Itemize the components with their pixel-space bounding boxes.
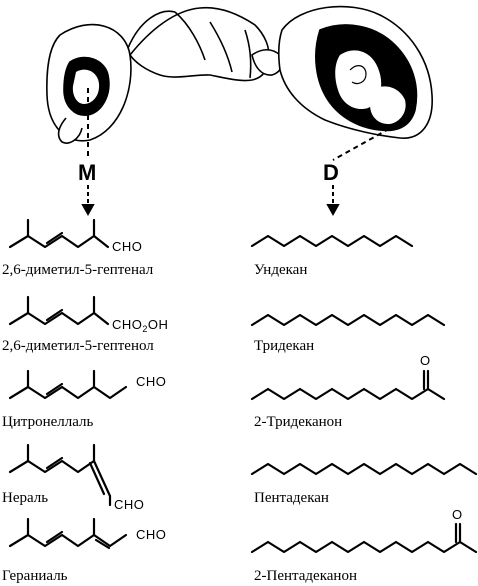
compound-name: Ундекан [254, 262, 308, 278]
ant-illustration [46, 5, 433, 144]
oxygen-tridecanone: O [420, 353, 431, 368]
gland-arrows [81, 185, 340, 217]
group-cho-4: CHO [114, 497, 145, 512]
group-cho-3: CHO [136, 374, 167, 389]
ant-neck [127, 10, 176, 49]
compound-name: Цитронеллаль [2, 414, 94, 430]
structure-tridecane [250, 313, 446, 327]
group-ch2oh: CHO2OH [112, 317, 169, 335]
compound-name: 2,6-диметил-5-гептенал [2, 262, 154, 278]
gland-leaders [87, 88, 406, 161]
compound-name: 2-Пентадеканон [254, 568, 357, 584]
compound-name: 2-Тридеканон [254, 414, 343, 430]
compound-name: Пентадекан [254, 490, 329, 506]
structure-pentadecanone [250, 540, 478, 554]
compound-name: Нераль [2, 490, 49, 506]
compound-name: 2,6-диметил-5-гептенол [2, 338, 154, 354]
structure-dimethylheptenol [8, 311, 110, 326]
group-cho-1: CHO [112, 239, 143, 254]
label-d: D [323, 160, 339, 185]
structure-dimethylheptenal [8, 234, 110, 249]
right-structures [250, 234, 478, 554]
left-structures [8, 218, 128, 550]
compound-name: Гераниаль [2, 568, 68, 584]
structure-pentadecane [250, 462, 478, 476]
compound-name: Тридекан [254, 338, 315, 354]
structure-citronellal [8, 385, 128, 400]
oxygen-pentadecanone: O [452, 507, 463, 522]
label-m: M [78, 160, 97, 185]
structure-undecane [250, 234, 414, 248]
structure-geranial [8, 533, 128, 548]
structure-tridecanone [250, 387, 446, 401]
ant-mandible [57, 117, 83, 144]
group-cho-5: CHO [136, 527, 167, 542]
